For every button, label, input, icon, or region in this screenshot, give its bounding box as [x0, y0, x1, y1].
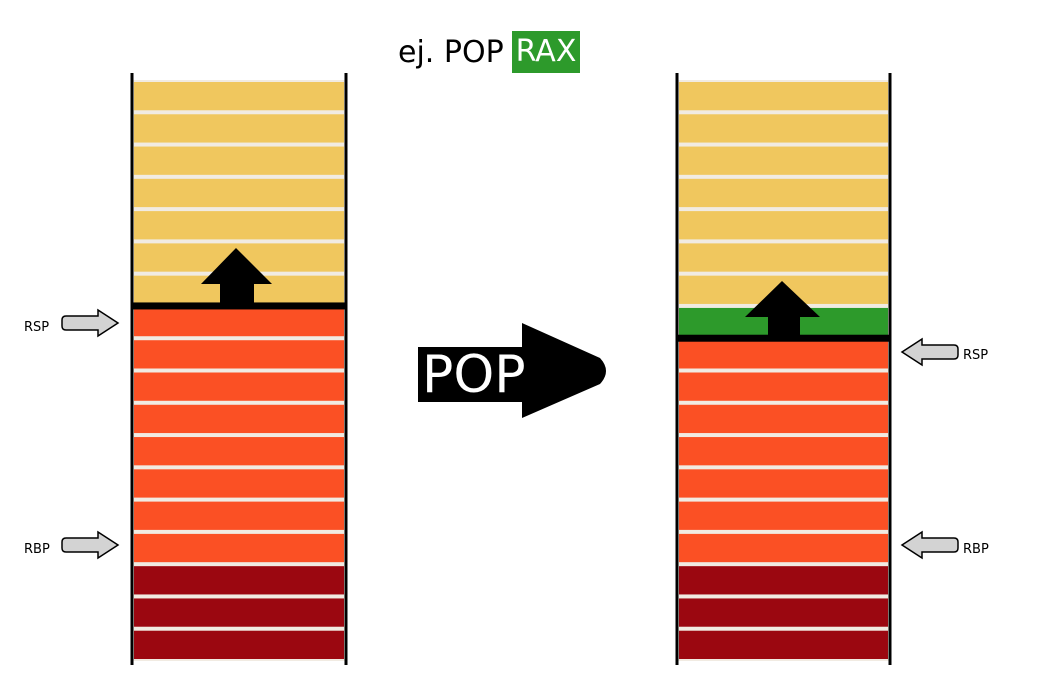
stack-before-slot-frame	[134, 340, 344, 369]
stack-after-slot-free	[679, 82, 888, 111]
stack-growth-arrow-after	[745, 281, 820, 339]
stack-before-slot-caller	[134, 598, 344, 627]
stack-after-slot-free	[679, 211, 888, 240]
diagram-title: ej. POP RAX	[398, 28, 581, 76]
stack-before-slot-caller	[134, 566, 344, 595]
pop-operation-label: POP	[422, 345, 526, 405]
stack-after-slot-frame	[679, 533, 888, 563]
pop-operation-arrow	[418, 323, 606, 418]
stack-after-slot-frame	[679, 501, 888, 530]
rbp-label-before: RBP	[24, 542, 50, 557]
stack-before-slot-frame	[134, 533, 344, 563]
stack-after-slot-free	[679, 146, 888, 175]
rsp-label-before: RSP	[24, 320, 49, 335]
stack-after-slot-frame	[679, 372, 888, 401]
stack-after-slot-caller	[679, 630, 888, 659]
rsp-label-after: RSP	[963, 348, 988, 363]
stack-before-slot-free	[134, 114, 344, 143]
stack-after-slot-frame	[679, 340, 888, 369]
rbp-pointer-before-arrow-icon	[61, 530, 120, 560]
stack-after-slot-caller	[679, 566, 888, 595]
rbp-pointer-after-arrow-icon	[900, 530, 959, 560]
title-register-highlight: RAX	[511, 31, 581, 73]
rsp-pointer-before-arrow-icon	[61, 308, 120, 338]
stack-before	[130, 73, 348, 665]
stack-after	[675, 73, 892, 665]
stack-before-slot-free	[134, 82, 344, 111]
title-prefix: ej. POP	[398, 34, 504, 70]
stack-before-slot-frame	[134, 437, 344, 466]
stack-before-slot-free	[134, 211, 344, 240]
stack-before-slot-free	[134, 178, 344, 208]
stack-after-slot-free	[679, 114, 888, 143]
stack-before-slot-caller	[134, 630, 344, 659]
stack-before-slot-free	[134, 146, 344, 175]
stack-growth-arrow-before	[201, 248, 272, 304]
stack-before-slot-frame	[134, 469, 344, 498]
stack-after-slot-free	[679, 178, 888, 208]
rsp-pointer-after-arrow-icon	[900, 337, 959, 367]
stack-before-top-of-stack-line	[132, 302, 346, 310]
stack-before-slot-frame	[134, 501, 344, 530]
stack-after-slot-caller	[679, 598, 888, 627]
rbp-label-after: RBP	[963, 542, 989, 557]
stack-after-slot-frame	[679, 404, 888, 434]
stack-after-slot-frame	[679, 469, 888, 498]
stack-before-slot-frame	[134, 372, 344, 401]
stack-before-background	[132, 80, 346, 661]
stack-before-slot-frame	[134, 404, 344, 434]
stack-before-slot-frame	[134, 307, 344, 337]
stack-after-slot-frame	[679, 437, 888, 466]
stack-after-background	[677, 80, 890, 661]
stack-after-slot-free	[679, 243, 888, 272]
